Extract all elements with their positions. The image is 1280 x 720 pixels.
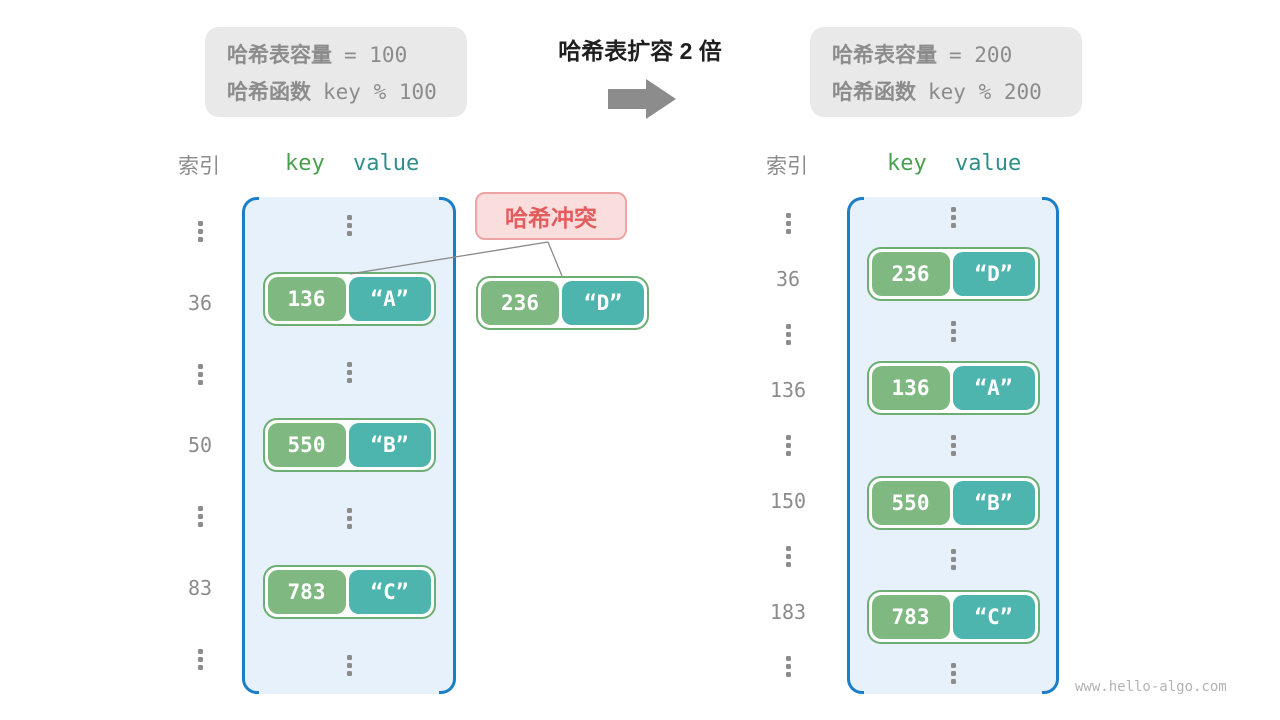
right-index-column: 36 136 150 183 <box>758 197 818 694</box>
ellipsis-dots-icon <box>950 549 956 571</box>
pair-key: 236 <box>481 281 559 325</box>
hash-function-value: key % 200 <box>928 79 1042 104</box>
key-value-pair: 236“D” <box>476 276 649 330</box>
pair-key: 136 <box>267 276 346 321</box>
pair-value: “A” <box>348 276 431 321</box>
left-value-header: value <box>353 151 420 176</box>
hash-function-label: 哈希函数 <box>832 80 916 104</box>
capacity-label: 哈希表容量 <box>832 43 937 67</box>
pair-value: “C” <box>952 594 1035 639</box>
key-value-pair: 783“C” <box>866 589 1040 644</box>
index-label: 150 <box>769 488 807 513</box>
pair-value: “D” <box>952 252 1035 297</box>
pair-value: “C” <box>348 570 431 615</box>
pair-value: “B” <box>952 480 1035 525</box>
hash-collision-callout: 哈希冲突 <box>475 192 627 240</box>
diagram-title: 哈希表扩容 2 倍 <box>558 38 722 64</box>
left-hash-table: 36 50 83 136“A” 550“B” 783“C” <box>170 197 456 694</box>
ellipsis-dots-icon <box>346 214 352 236</box>
left-bucket-array: 136“A” 550“B” 783“C” <box>242 197 456 694</box>
index-label: 36 <box>187 291 213 316</box>
ellipsis-dots-icon <box>950 663 956 685</box>
pair-key: 550 <box>871 480 950 525</box>
ellipsis-dots-icon <box>950 320 956 342</box>
right-capacity-caption: 哈希表容量 = 200 哈希函数 key % 200 <box>810 27 1082 117</box>
left-key-header: key <box>285 151 325 176</box>
left-index-header: 索引 <box>178 155 220 178</box>
pair-value: “B” <box>348 423 431 468</box>
ellipsis-dots-icon <box>197 506 203 528</box>
ellipsis-dots-icon <box>197 221 203 243</box>
right-value-header: value <box>955 151 1022 176</box>
ellipsis-dots-icon <box>950 434 956 456</box>
bracket-left-icon <box>847 197 864 694</box>
bracket-right-icon <box>1042 197 1059 694</box>
index-label: 183 <box>769 599 807 624</box>
left-bucket-rows: 136“A” 550“B” 783“C” <box>242 197 456 694</box>
right-bucket-array: 236“D” 136“A” 550“B” 783“C” <box>847 197 1059 694</box>
pair-value: “A” <box>952 366 1035 411</box>
caption-line: 哈希函数 key % 100 <box>227 76 467 106</box>
ellipsis-dots-icon <box>785 656 791 678</box>
key-value-pair: 550“B” <box>262 418 436 473</box>
ellipsis-dots-icon <box>197 648 203 670</box>
left-index-column: 36 50 83 <box>170 197 230 694</box>
ellipsis-dots-icon <box>785 213 791 235</box>
right-bucket-rows: 236“D” 136“A” 550“B” 783“C” <box>847 197 1059 694</box>
watermark: www.hello-algo.com <box>1075 679 1227 695</box>
pair-key: 550 <box>267 423 346 468</box>
ellipsis-dots-icon <box>346 361 352 383</box>
caption-line: 哈希函数 key % 200 <box>832 76 1082 106</box>
index-label: 50 <box>187 433 213 458</box>
pair-key: 783 <box>871 594 950 639</box>
key-value-pair: 236“D” <box>866 247 1040 302</box>
ellipsis-dots-icon <box>785 434 791 456</box>
ellipsis-dots-icon <box>785 545 791 567</box>
ellipsis-dots-icon <box>346 508 352 530</box>
pair-key: 783 <box>267 570 346 615</box>
bracket-right-icon <box>439 197 456 694</box>
index-label: 36 <box>775 267 801 292</box>
caption-line: 哈希表容量 = 100 <box>227 39 467 69</box>
ellipsis-dots-icon <box>785 324 791 346</box>
right-index-header: 索引 <box>766 155 808 178</box>
right-key-header: key <box>887 151 927 176</box>
caption-line: 哈希表容量 = 200 <box>832 39 1082 69</box>
pair-value: “D” <box>562 281 644 325</box>
capacity-value: = 100 <box>344 42 408 67</box>
key-value-pair: 783“C” <box>262 565 436 620</box>
capacity-value: = 200 <box>949 42 1013 67</box>
bracket-left-icon <box>242 197 259 694</box>
left-capacity-caption: 哈希表容量 = 100 哈希函数 key % 100 <box>205 27 467 117</box>
ellipsis-dots-icon <box>950 206 956 228</box>
hash-function-label: 哈希函数 <box>227 80 311 104</box>
expand-arrow-icon <box>606 77 678 126</box>
key-value-pair: 136“A” <box>866 361 1040 416</box>
key-value-pair: 136“A” <box>262 271 436 326</box>
pair-key: 136 <box>871 366 950 411</box>
hash-function-value: key % 100 <box>323 79 437 104</box>
capacity-label: 哈希表容量 <box>227 43 332 67</box>
ellipsis-dots-icon <box>346 654 352 676</box>
index-label: 83 <box>187 575 213 600</box>
key-value-pair: 550“B” <box>866 475 1040 530</box>
index-label: 136 <box>769 378 807 403</box>
pair-key: 236 <box>871 252 950 297</box>
ellipsis-dots-icon <box>197 363 203 385</box>
colliding-pair-host: 236“D” <box>476 276 649 330</box>
